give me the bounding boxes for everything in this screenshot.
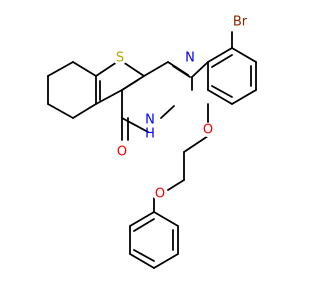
atom-labels: S N N H O Br O O [113,13,249,202]
atom-s: S [113,51,127,66]
bond [160,105,175,119]
bond [129,211,155,227]
bond [72,61,97,77]
bond [133,249,155,262]
atom-label-o-ether2: O [155,187,165,202]
atom-o-ether1: O [201,123,215,138]
bonds [47,31,257,269]
atom-label-s: S [116,51,124,66]
atom-label-br: Br [233,15,248,30]
bond [153,253,179,269]
bond [47,61,74,77]
atom-label-nh-n: N [145,113,155,128]
atom-label-n1: N [185,51,195,66]
atom-label-o-carbonyl: O [117,145,127,160]
atom-label-o-ether1: O [203,123,213,138]
bond [231,47,257,63]
bond [95,89,123,105]
bond [129,253,155,269]
bond [121,117,149,133]
bond [47,103,74,119]
bond [207,47,233,63]
atom-label-nh-h: H [145,127,155,142]
atom-o-carbonyl: O [115,145,129,160]
bond [183,135,209,153]
bond [167,179,185,191]
bond [207,89,233,105]
bond [211,85,233,98]
atom-n1: N [183,51,197,66]
bond [172,65,191,78]
bond [133,218,155,232]
bond [143,61,169,77]
bond [231,89,257,105]
bond [121,79,139,91]
atom-nh: N H [143,113,157,142]
bond [191,61,209,78]
bond [211,54,233,68]
bond [153,211,179,227]
bond [72,103,97,119]
atom-br: Br [231,13,249,31]
molecule-structure: S N N H O Br O O [47,13,257,269]
atom-o-ether2: O [153,187,167,202]
